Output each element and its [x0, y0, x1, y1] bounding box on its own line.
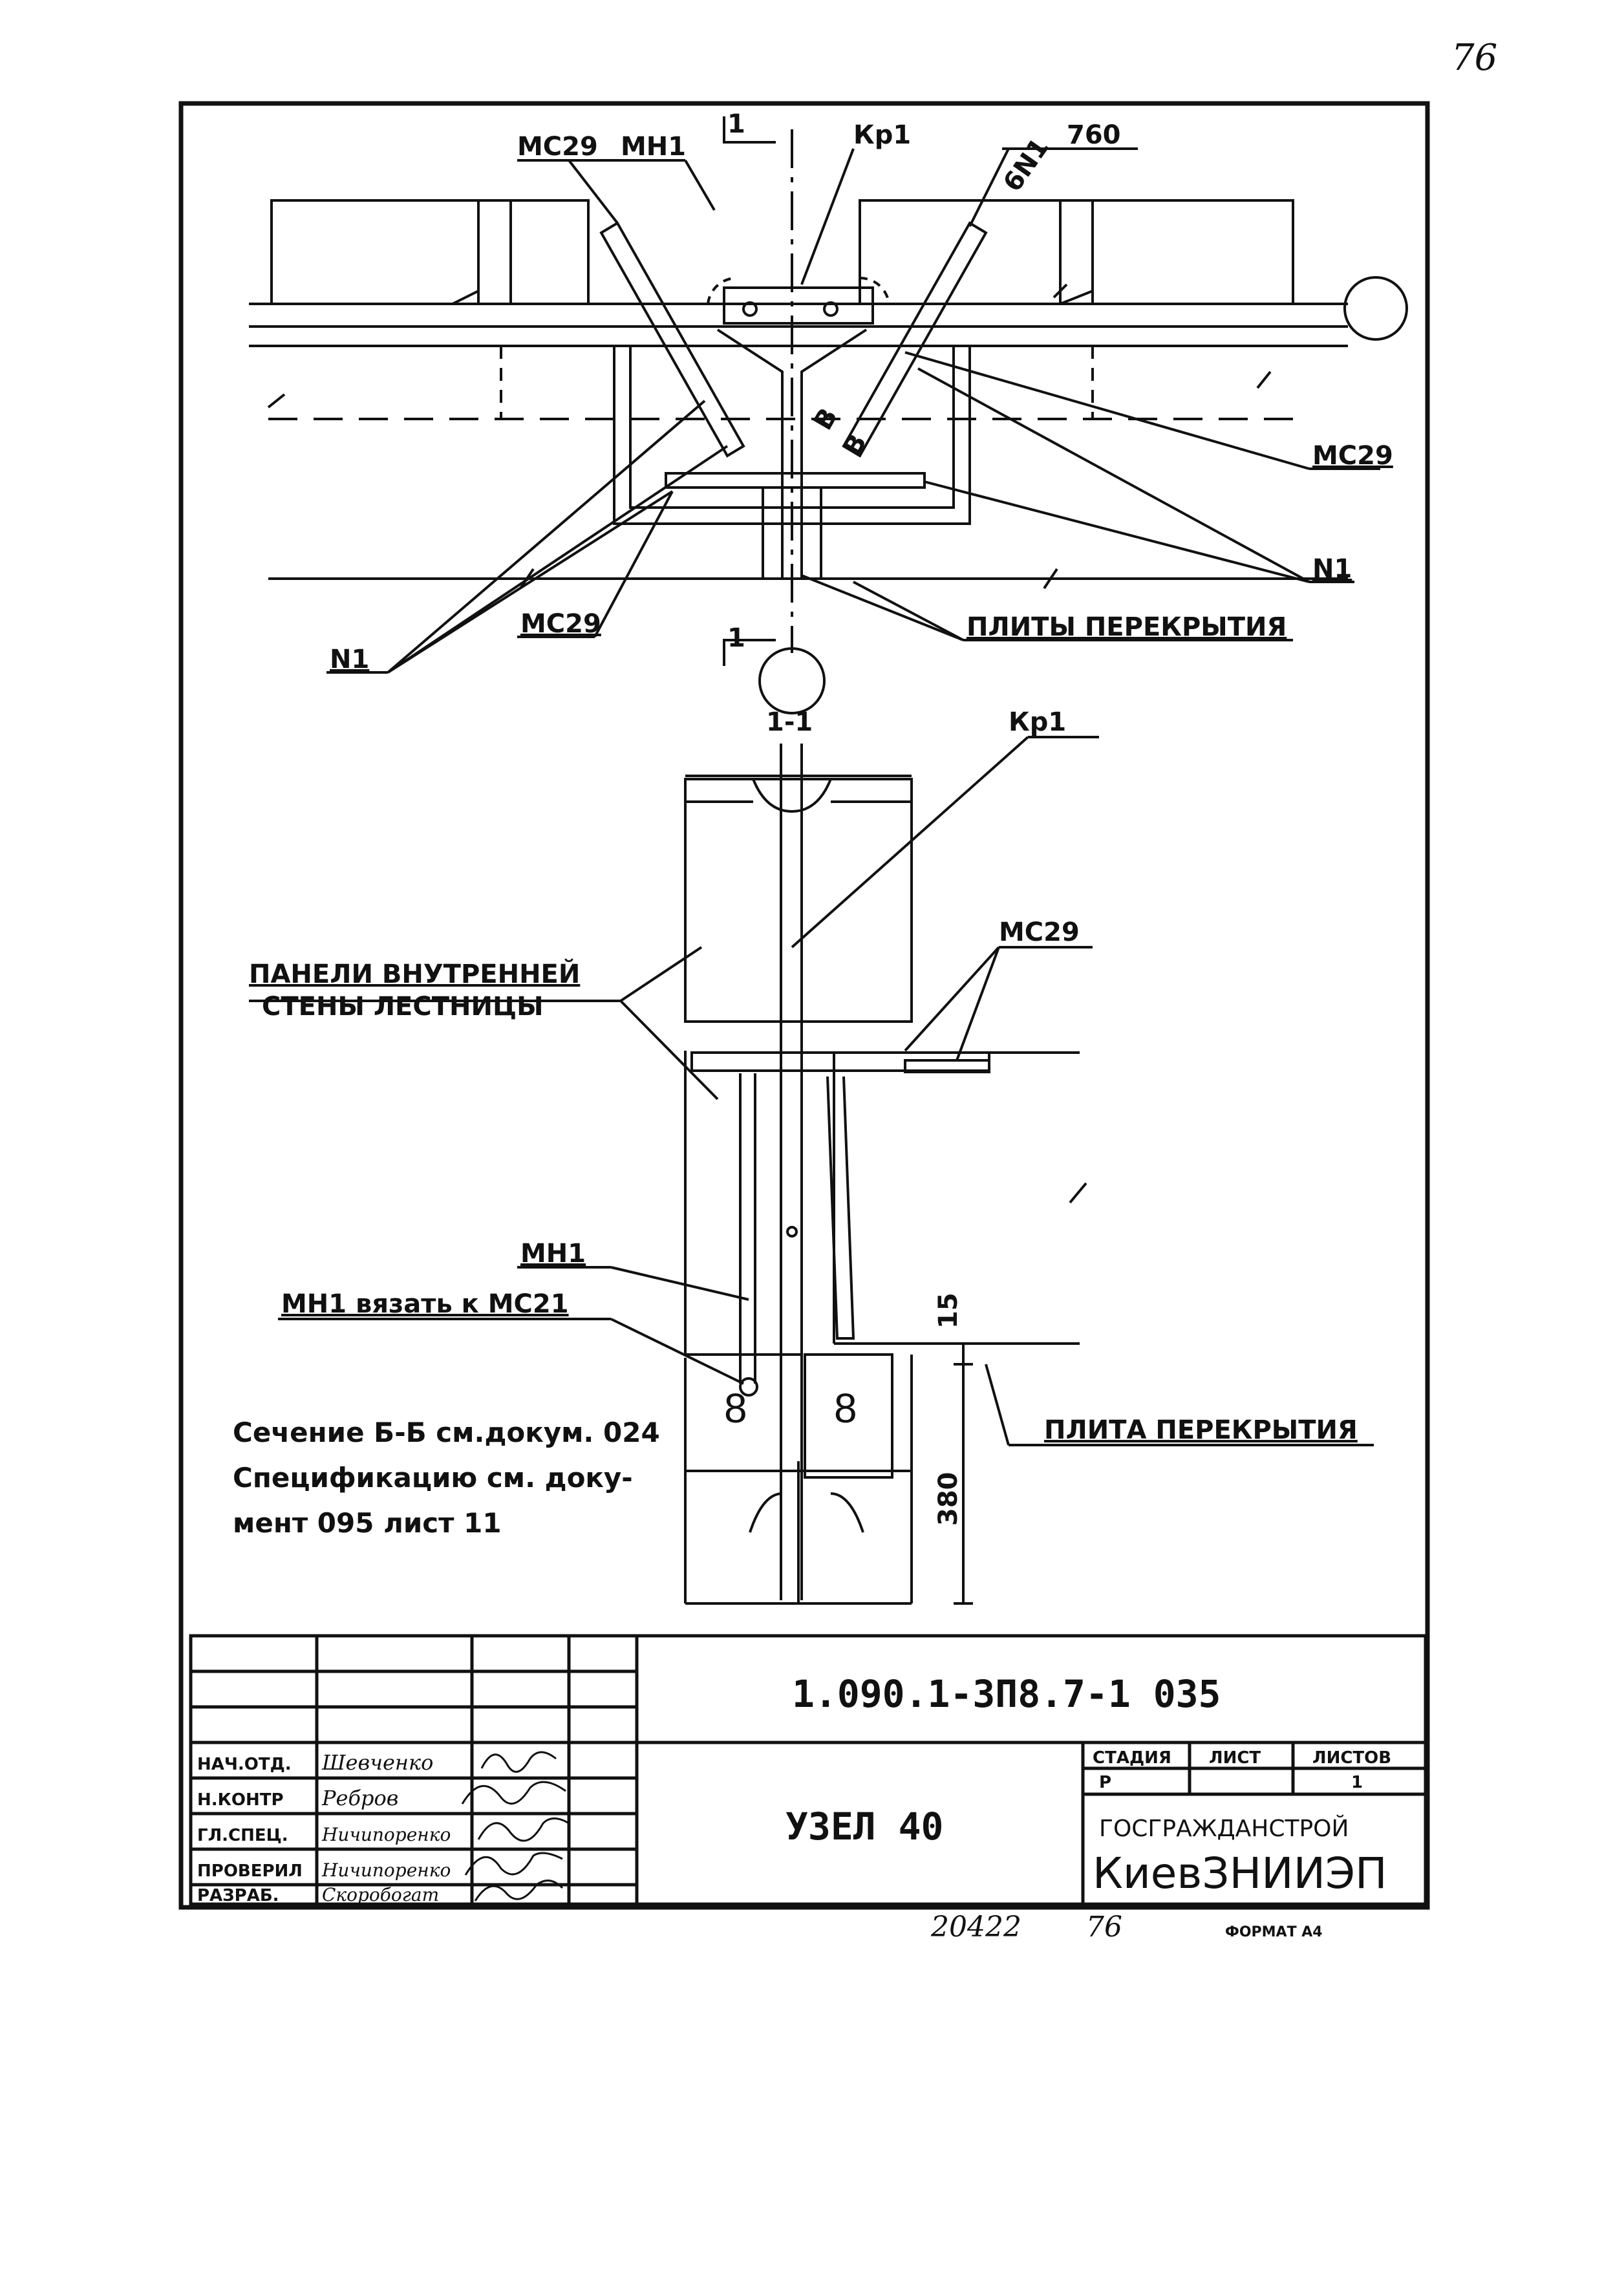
note-line-1: Сечение Б-Б см.докум. 024 — [233, 1417, 660, 1448]
sheet-header: ЛИСТ — [1209, 1748, 1261, 1768]
sheet-frame — [178, 101, 1430, 1910]
notes: Сечение Б-Б см.докум. 024 Спецификацию с… — [233, 1417, 660, 1539]
label-mc29-bottom: МС29 — [520, 609, 601, 639]
title-block — [189, 1634, 1427, 1906]
label-mc29-section: МС29 — [999, 917, 1080, 947]
label-slab-section: ПЛИТА ПЕРЕКРЫТИЯ — [1044, 1415, 1358, 1445]
label-mc29-top: МС29 — [517, 132, 598, 162]
role-0: НАЧ.ОТД. — [197, 1755, 292, 1774]
role-4: РАЗРАБ. — [197, 1886, 279, 1905]
label-760: 760 — [1067, 120, 1121, 150]
title-block-text: 1.090.1-3П8.7-1 035 УЗЕЛ 40 СТАДИЯ ЛИСТ … — [197, 1672, 1391, 1905]
signature-0 — [480, 1751, 557, 1773]
sheets-value: 1 — [1351, 1773, 1363, 1792]
signature-1 — [461, 1781, 566, 1805]
label-n1-left: N1 — [330, 645, 369, 674]
section-view — [249, 736, 1374, 1605]
label-8-right: 8 — [834, 1385, 857, 1431]
org-line-1: ГОСГРАЖДАНСТРОЙ — [1099, 1815, 1349, 1842]
signature-4 — [474, 1880, 564, 1902]
label-6n1: 6N1 — [998, 133, 1055, 197]
role-2: ГЛ.СПЕЦ. — [197, 1826, 288, 1845]
label-mn1-tie: МН1 вязать к МС21 — [281, 1289, 569, 1319]
sheet-title: УЗЕЛ 40 — [785, 1805, 943, 1849]
signatures — [461, 1751, 570, 1902]
label-kr1-top: Кр1 — [853, 120, 911, 150]
dim-15: 15 — [934, 1292, 963, 1329]
signature-3 — [464, 1852, 563, 1876]
label-panels-line1: ПАНЕЛИ ВНУТРЕННЕЙ — [249, 958, 580, 989]
note-line-3: мент 095 лист 11 — [233, 1507, 502, 1539]
footer-page: 76 — [1086, 1911, 1122, 1944]
sheets-header: ЛИСТОВ — [1312, 1748, 1391, 1768]
label-b1: В — [808, 403, 844, 435]
document-code: 1.090.1-3П8.7-1 035 — [792, 1672, 1221, 1716]
role-3: ПРОВЕРИЛ — [197, 1861, 303, 1881]
plan-labels: МС29 МН1 1 Кр1 6N1 760 В В МС29 N1 N1 МС… — [330, 109, 1393, 674]
label-panels-line2: СТЕНЫ ЛЕСТНИЦЫ — [262, 992, 544, 1022]
section-labels: 1-1 Кр1 МС29 ПАНЕЛИ ВНУТРЕННЕЙ СТЕНЫ ЛЕС… — [249, 707, 1358, 1526]
name-3: Ничипоренко — [321, 1860, 451, 1881]
label-slabs: ПЛИТЫ ПЕРЕКРЫТИЯ — [967, 612, 1287, 642]
stage-header: СТАДИЯ — [1093, 1748, 1171, 1768]
label-b2: В — [837, 429, 873, 461]
label-section-mark-bottom: 1 — [727, 623, 745, 653]
footer-format: ФОРМАТ А4 — [1225, 1924, 1323, 1940]
label-mn1-section: МН1 — [520, 1239, 586, 1269]
role-1: Н.КОНТР — [197, 1790, 284, 1810]
label-section-mark-top: 1 — [727, 109, 745, 139]
label-kr1-section: Кр1 — [1009, 707, 1066, 737]
plan-view — [249, 116, 1408, 714]
label-8-left: 8 — [724, 1385, 747, 1431]
label-mn1-top: МН1 — [621, 132, 686, 162]
org-line-2: КиевЗНИИЭП — [1093, 1849, 1387, 1898]
name-1: Ребров — [321, 1786, 398, 1810]
corner-sheet-number: 76 — [1451, 37, 1497, 79]
signature-2 — [477, 1817, 570, 1842]
name-0: Шевченко — [321, 1750, 433, 1775]
note-line-2: Спецификацию см. доку- — [233, 1462, 633, 1494]
dim-380: 380 — [934, 1472, 963, 1527]
stage-value: Р — [1099, 1773, 1111, 1792]
name-2: Ничипоренко — [321, 1824, 451, 1845]
footer-inventory-number: 20422 — [930, 1911, 1021, 1944]
name-4: Скоробогат — [322, 1884, 439, 1905]
label-n1-right: N1 — [1312, 554, 1352, 584]
label-mc29-right: МС29 — [1312, 441, 1393, 471]
section-title: 1-1 — [766, 707, 813, 737]
